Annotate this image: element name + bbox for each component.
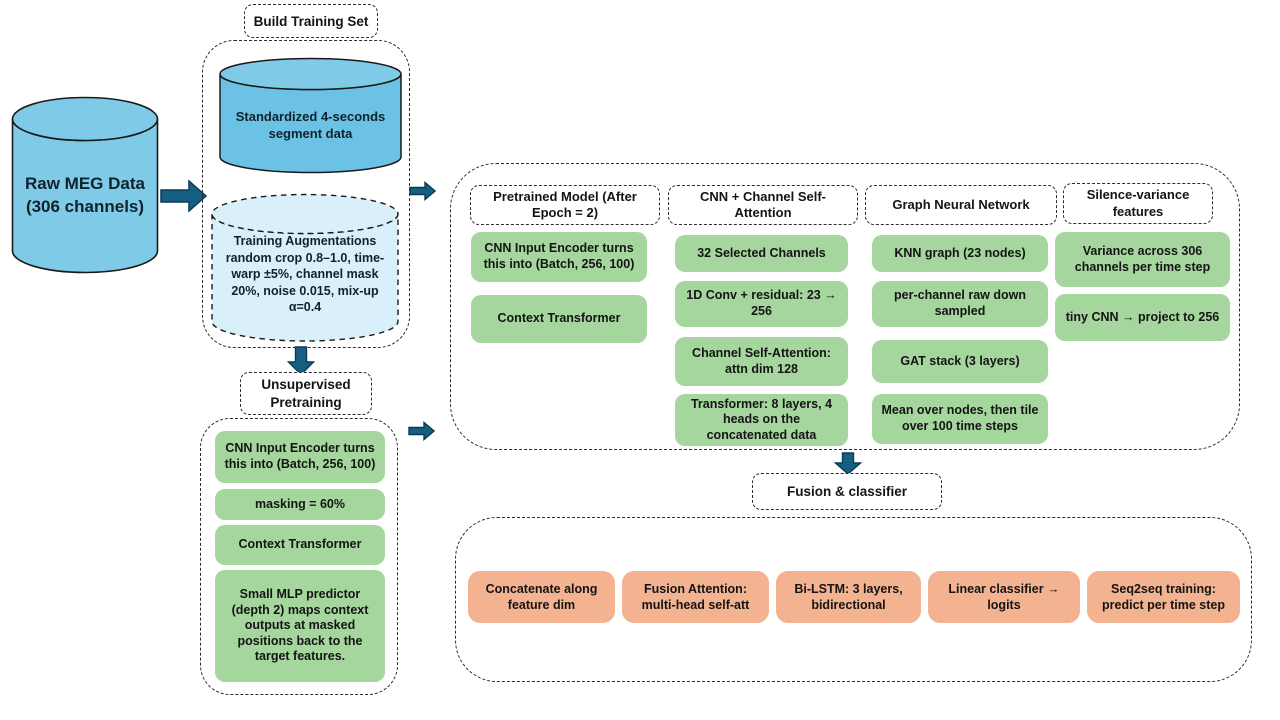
- dashed-cylinder-shape-icon: [211, 193, 399, 342]
- fusion-container: [455, 517, 1252, 682]
- encoder-step: Transformer: 8 layers, 4 heads on the co…: [675, 394, 848, 446]
- encoder-step: KNN graph (23 nodes): [872, 235, 1048, 272]
- unsup-step: Context Transformer: [215, 525, 385, 565]
- standardized-label: Standardized 4-seconds segment data: [235, 109, 386, 141]
- raw-meg-label: Raw MEG Data (306 channels): [25, 174, 145, 216]
- encoder-step: per-channel raw down sampled: [872, 281, 1048, 327]
- column-header-pretrained-model: Pretrained Model (After Epoch = 2): [470, 185, 660, 225]
- column-header-graph-neural-network: Graph Neural Network: [865, 185, 1057, 225]
- build-training-set-label: Build Training Set: [244, 4, 378, 38]
- unsup-step: CNN Input Encoder turns this into (Batch…: [215, 431, 385, 483]
- unsupervised-container: [200, 418, 398, 695]
- augmentations-label: Training Augmentations random crop 0.8–1…: [225, 234, 385, 314]
- unsupervised-pretraining-text: Unsupervised Pretraining: [261, 376, 351, 410]
- encoder-step: Channel Self-Attention: attn dim 128: [675, 337, 848, 386]
- unsup-step: Small MLP predictor (depth 2) maps conte…: [215, 570, 385, 682]
- fusion-step: Concatenate along feature dim: [468, 571, 615, 623]
- encoder-step: Mean over nodes, then tile over 100 time…: [872, 394, 1048, 444]
- arrow-build-to-encoders-icon: [409, 181, 436, 201]
- arrow-encoders-to-fusion-icon: [834, 452, 862, 475]
- encoder-step: GAT stack (3 layers): [872, 340, 1048, 383]
- fusion-step: Linear classifier → logits: [928, 571, 1080, 623]
- column-header-text: Silence-variance features: [1086, 187, 1190, 219]
- fusion-classifier-label: Fusion & classifier: [752, 473, 942, 510]
- arrow-build-to-unsup-icon: [287, 346, 315, 376]
- fusion-classifier-text: Fusion & classifier: [786, 484, 908, 499]
- cylinder-shape-icon: [11, 96, 159, 274]
- arrow-unsup-to-encoders-icon: [408, 421, 435, 441]
- augmentations-cylinder: Training Augmentations random crop 0.8–1…: [210, 193, 400, 343]
- build-training-set-text: Build Training Set: [253, 13, 369, 29]
- fusion-step: Bi-LSTM: 3 layers, bidirectional: [776, 571, 921, 623]
- column-header-cnn-self-attention: CNN + Channel Self-Attention: [668, 185, 858, 225]
- fusion-step: Seq2seq training: predict per time step: [1087, 571, 1240, 623]
- encoder-step: tiny CNN → project to 256: [1055, 294, 1230, 341]
- standardized-cylinder: Standardized 4-seconds segment data: [218, 57, 403, 174]
- encoder-step: Variance across 306 channels per time st…: [1055, 232, 1230, 287]
- cylinder-shape-icon: [219, 57, 402, 174]
- encoder-step: 1D Conv + residual: 23 → 256: [675, 281, 848, 327]
- arrow-raw-to-build-icon: [160, 179, 208, 213]
- encoder-step: 32 Selected Channels: [675, 235, 848, 272]
- unsupervised-pretraining-label: Unsupervised Pretraining: [240, 372, 372, 415]
- column-header-silence-variance: Silence-variance features: [1063, 183, 1213, 224]
- encoder-step: Context Transformer: [471, 295, 647, 343]
- encoder-step: CNN Input Encoder turns this into (Batch…: [471, 232, 647, 282]
- column-header-text: Graph Neural Network: [892, 196, 1030, 212]
- encoders-container: [450, 163, 1240, 450]
- fusion-step: Fusion Attention: multi-head self-att: [622, 571, 769, 623]
- raw-meg-cylinder: Raw MEG Data (306 channels): [10, 95, 160, 275]
- column-header-text: Pretrained Model (After Epoch = 2): [493, 188, 637, 220]
- unsup-step: masking = 60%: [215, 489, 385, 520]
- column-header-text: CNN + Channel Self-Attention: [699, 188, 827, 220]
